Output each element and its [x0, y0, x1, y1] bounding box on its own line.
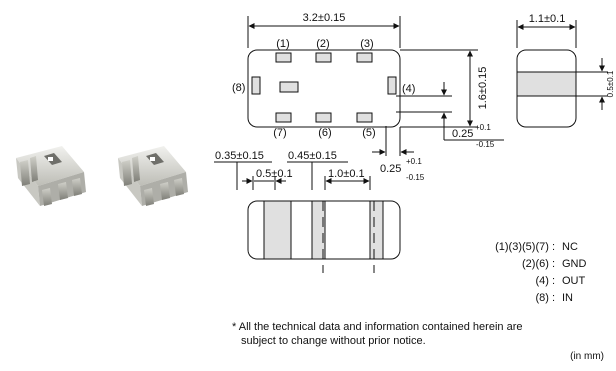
- legend-name-3: OUT: [562, 275, 586, 287]
- pin-1-label: (1): [276, 38, 289, 50]
- bottom-pitch-mid: 0.45±0.15: [288, 150, 337, 162]
- pad-edge-bottom-sup: +0.1: [406, 157, 422, 166]
- pin-4-label: (4): [402, 83, 415, 95]
- pin-2-label: (2): [316, 38, 329, 50]
- top-view: [247, 16, 401, 128]
- legend-pins-2: (2)(6) :: [522, 258, 555, 270]
- disclaimer-note: * All the technical data and information…: [232, 320, 522, 348]
- side-band-dimension: 0.5±0.1: [606, 70, 615, 97]
- pin-3-label: (3): [360, 38, 373, 50]
- disclaimer-line-1: * All the technical data and information…: [232, 321, 523, 333]
- pad-edge-bottom-value: 0.25: [380, 163, 401, 175]
- side-width-dimension: 1.1±0.1: [529, 13, 566, 25]
- legend-name-4: IN: [562, 292, 573, 304]
- bottom-width-2: 1.0±0.1: [328, 168, 365, 180]
- chip-photo-1: [16, 146, 86, 206]
- bottom-pitch-left: 0.35±0.15: [215, 150, 264, 162]
- height-dimension-lines: [400, 49, 478, 128]
- pad-edge-right-sup: +0.1: [475, 123, 491, 132]
- bottom-view: [247, 200, 401, 273]
- pin-8-label: (8): [232, 82, 245, 94]
- chip-photo-2: [118, 146, 188, 206]
- bottom-dimension-lines: [214, 161, 371, 190]
- legend-name-1: NC: [562, 241, 578, 253]
- pin-7-label: (7): [273, 127, 286, 139]
- pad-edge-right-lines: [396, 82, 504, 141]
- height-dimension: 1.6±0.15: [477, 67, 489, 110]
- side-view: [516, 20, 608, 128]
- pad-edge-bottom-sub: -0.15: [406, 173, 425, 182]
- legend-pins-1: (1)(3)(5)(7) :: [495, 241, 555, 253]
- legend-name-2: GND: [562, 258, 587, 270]
- legend-pins-3: (4) :: [535, 275, 555, 287]
- pad-edge-right-value: 0.25: [452, 128, 473, 140]
- unit-label: (in mm): [570, 351, 604, 362]
- pin-5-label: (5): [362, 127, 375, 139]
- legend-pins-4: (8) :: [535, 292, 555, 304]
- disclaimer-line-2: subject to change without prior notice.: [241, 335, 426, 347]
- pin-legend: (1)(3)(5)(7) : NC (2)(6) : GND (4) : OUT…: [495, 241, 586, 304]
- pin-6-label: (6): [318, 127, 331, 139]
- top-pads: [251, 52, 397, 123]
- pad-edge-right-sub: -0.15: [476, 140, 495, 149]
- length-dimension: 3.2±0.15: [303, 12, 346, 24]
- bottom-width-1: 0.5±0.1: [256, 168, 293, 180]
- pad-edge-bottom-lines: [372, 126, 414, 156]
